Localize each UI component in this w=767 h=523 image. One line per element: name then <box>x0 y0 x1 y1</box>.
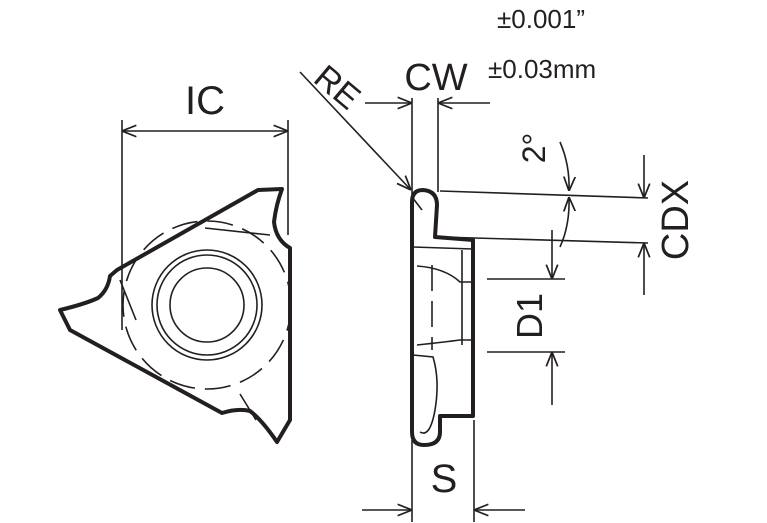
re-label: RE <box>307 58 368 117</box>
ic-label: IC <box>185 79 225 123</box>
s-label: S <box>431 457 458 501</box>
insert-top-view <box>58 187 292 444</box>
cw-dimension: CW <box>365 57 490 195</box>
d1-dimension: D1 <box>487 230 565 405</box>
re-dimension: RE <box>299 58 411 190</box>
cw-label: CW <box>404 57 467 99</box>
insert-side-view <box>410 188 475 447</box>
cdx-dimension: CDX 2° <box>439 133 697 295</box>
cdx-label: CDX <box>655 180 697 260</box>
angle-label: 2° <box>516 133 552 164</box>
ic-dimension: IC <box>121 79 289 330</box>
tolerance-inch: ±0.001” <box>497 4 585 34</box>
s-dimension: S <box>362 420 525 522</box>
tolerance-metric: ±0.03mm <box>488 54 596 84</box>
d1-label: D1 <box>509 293 550 339</box>
